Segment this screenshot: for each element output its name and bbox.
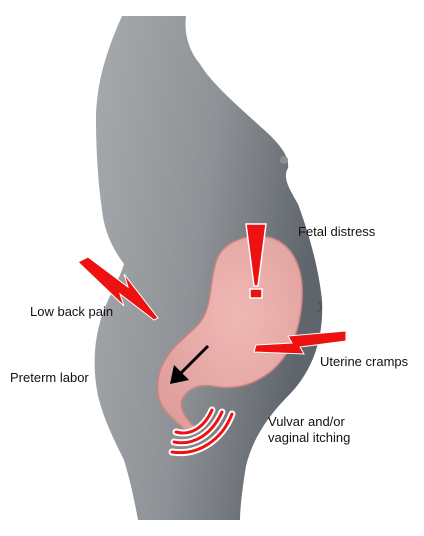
downward-arrow-icon <box>170 344 210 384</box>
navel <box>317 301 322 313</box>
label-vulvar-itching-line1: Vulvar and/or <box>268 414 345 429</box>
label-vulvar-itching: Vulvar and/or vaginal itching <box>268 414 350 446</box>
lightning-bolt-icon-cramps <box>253 330 347 355</box>
label-preterm-labor: Preterm labor <box>10 370 89 385</box>
nipple <box>280 156 288 164</box>
uterus <box>156 235 303 436</box>
body-silhouette <box>94 16 323 520</box>
concentric-arcs-icon <box>168 406 236 457</box>
label-vulvar-itching-line2: vaginal itching <box>268 430 351 445</box>
lightning-bolt-icon-back-pain <box>77 256 159 321</box>
label-fetal-distress: Fetal distress <box>298 224 376 239</box>
label-uterine-cramps: Uterine cramps <box>320 354 409 369</box>
label-low-back-pain: Low back pain <box>30 304 114 319</box>
exclamation-icon <box>245 223 267 299</box>
